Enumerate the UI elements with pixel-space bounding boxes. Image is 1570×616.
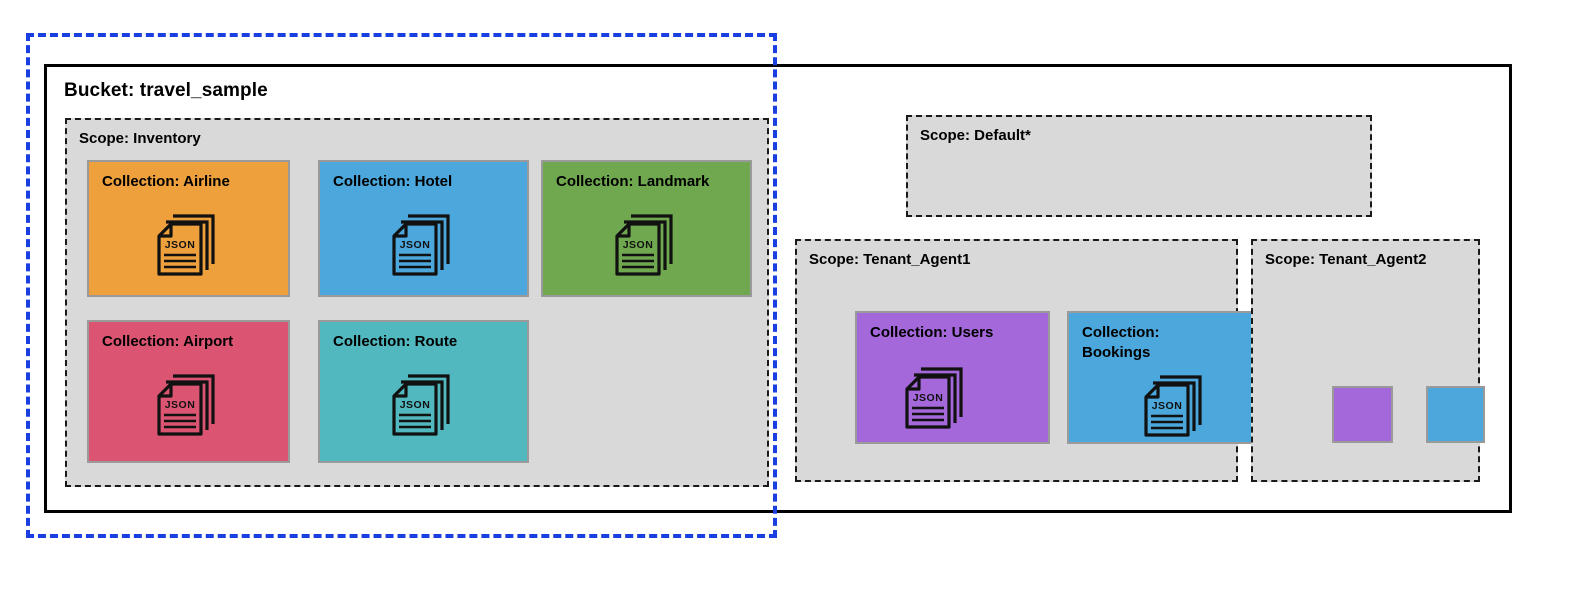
collection-airport-title: Collection: Airport bbox=[102, 333, 234, 350]
scope-tenant-agent2-title: Scope: Tenant_Agent2 bbox=[1265, 251, 1427, 268]
collection-swatch-blue[interactable] bbox=[1426, 386, 1485, 443]
scope-tenant-agent1-title: Scope: Tenant_Agent1 bbox=[809, 251, 971, 268]
json-documents-icon: JSON bbox=[899, 363, 975, 438]
collection-bookings-title: Collection: Bookings bbox=[1082, 324, 1160, 361]
json-documents-icon: JSON bbox=[609, 210, 685, 285]
collection-users-title: Collection: Users bbox=[870, 324, 994, 341]
svg-text:JSON: JSON bbox=[913, 392, 944, 404]
scope-default-title: Scope: Default* bbox=[920, 127, 1031, 144]
collection-airline-title: Collection: Airline bbox=[102, 173, 230, 190]
svg-text:JSON: JSON bbox=[399, 399, 430, 411]
svg-text:JSON: JSON bbox=[399, 239, 430, 251]
collection-card-airport[interactable]: Collection: Airport JSON bbox=[87, 320, 290, 463]
bucket-container: Bucket: travel_sample Scope: Inventory C… bbox=[44, 64, 1512, 513]
scope-tenant-agent1: Scope: Tenant_Agent1 Collection: Users J… bbox=[795, 239, 1262, 482]
scope-tenant-agent2: Scope: Tenant_Agent2 bbox=[1251, 239, 1485, 482]
json-documents-icon: JSON bbox=[151, 370, 227, 445]
collection-card-hotel[interactable]: Collection: Hotel JSON bbox=[318, 160, 529, 297]
scope-inventory-title: Scope: Inventory bbox=[79, 130, 201, 147]
scope-default: Scope: Default* bbox=[906, 115, 1372, 217]
svg-text:JSON: JSON bbox=[164, 239, 195, 251]
json-documents-icon: JSON bbox=[151, 210, 227, 285]
collection-landmark-title: Collection: Landmark bbox=[556, 173, 710, 190]
collection-card-bookings[interactable]: Collection: Bookings JSON bbox=[1067, 311, 1262, 444]
collection-card-landmark[interactable]: Collection: Landmark JSON bbox=[541, 160, 752, 297]
collection-route-title: Collection: Route bbox=[333, 333, 458, 350]
collection-card-users[interactable]: Collection: Users JSON bbox=[855, 311, 1050, 444]
svg-text:JSON: JSON bbox=[164, 399, 195, 411]
bucket-title: Bucket: travel_sample bbox=[64, 80, 268, 101]
json-documents-icon: JSON bbox=[1138, 371, 1214, 446]
scope-inventory: Scope: Inventory Collection: Airline JSO… bbox=[65, 118, 769, 487]
json-documents-icon: JSON bbox=[386, 370, 462, 445]
json-documents-icon: JSON bbox=[386, 210, 462, 285]
svg-text:JSON: JSON bbox=[622, 239, 653, 251]
collection-card-route[interactable]: Collection: Route JSON bbox=[318, 320, 529, 463]
collection-card-airline[interactable]: Collection: Airline JSON bbox=[87, 160, 290, 297]
collection-swatch-purple[interactable] bbox=[1332, 386, 1393, 443]
svg-text:JSON: JSON bbox=[1152, 400, 1183, 412]
collection-hotel-title: Collection: Hotel bbox=[333, 173, 453, 190]
